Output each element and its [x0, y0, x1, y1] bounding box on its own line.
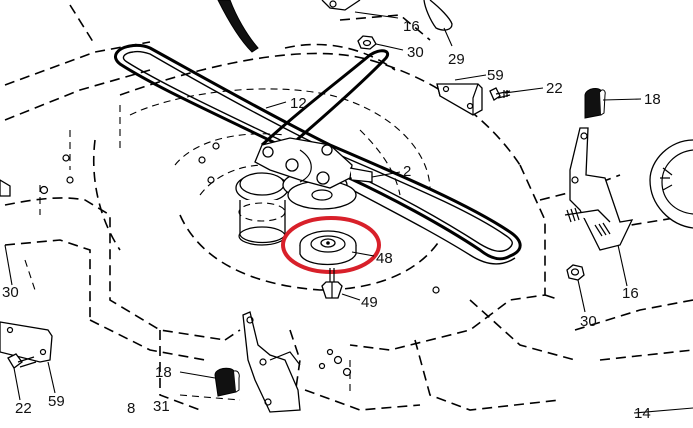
callout-22-top: 22: [546, 80, 563, 97]
deck-holes: [39, 142, 440, 377]
callout-30-left: 30: [2, 284, 19, 301]
left-parts-30: [0, 179, 11, 197]
bolt-49: [321, 268, 343, 299]
idler-pulley-48: [299, 230, 357, 266]
callout-16-right: 16: [622, 285, 639, 302]
drive-belt: [114, 43, 522, 265]
screw-22-left: [7, 353, 37, 369]
bracket-16-top: [321, 0, 361, 11]
bracket-59-left: [0, 321, 53, 363]
callout-59-top: 59: [487, 67, 504, 84]
nut-30-top: [357, 35, 377, 50]
callout-49: 49: [361, 294, 378, 311]
callout-29: 29: [448, 51, 465, 68]
top-housing-edge: [217, 0, 259, 53]
nut-30-right: [566, 264, 585, 281]
callout-18-bottom: 18: [155, 364, 172, 381]
handle-grip-18-top: [584, 87, 606, 119]
bracket-59-top: [436, 83, 483, 116]
callout-16-top: 16: [403, 18, 420, 35]
handle-grip-18-bottom: [214, 367, 240, 397]
wheel-29-top: [423, 0, 453, 31]
callout-18-top: 18: [644, 91, 661, 108]
callout-8: 8: [127, 400, 135, 417]
leader-lines: [4, 11, 693, 414]
callout-12: 12: [290, 95, 307, 112]
callout-48: 48: [376, 250, 393, 267]
callout-30-top: 30: [407, 44, 424, 61]
screw-22-top: [489, 87, 511, 101]
callout-22-left: 22: [15, 400, 32, 417]
mower-deck-outline: [4, 4, 693, 411]
deck-lift-lever-bottom: [242, 311, 301, 413]
callout-30-right: 30: [580, 313, 597, 330]
callout-59-left: 59: [48, 393, 65, 410]
wheel-right-edge: [649, 139, 693, 229]
callout-2: 2: [403, 163, 411, 180]
highlight-circle: [281, 216, 381, 274]
deck-lift-lever-16-right: [564, 127, 634, 251]
callout-labels: 16 30 29 59 22 18 12 2 48 49 30 16 30 59…: [2, 18, 661, 422]
callout-31: 31: [153, 398, 170, 415]
callout-14: 14: [634, 405, 651, 422]
